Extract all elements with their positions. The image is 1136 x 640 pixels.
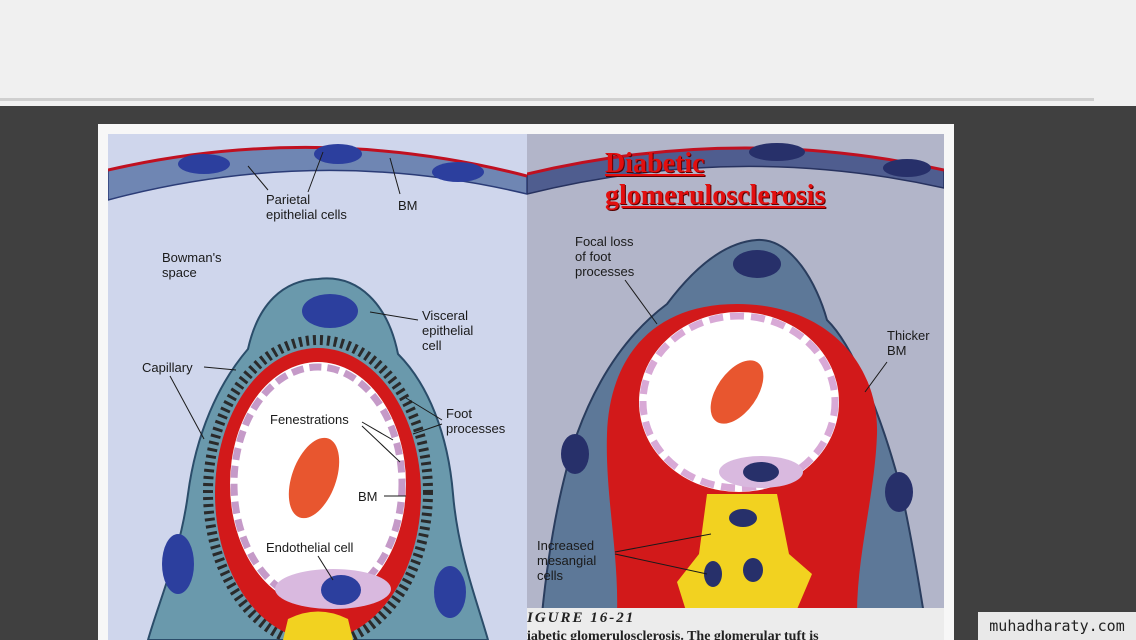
caption-strip xyxy=(527,608,944,640)
parietal-nucleus xyxy=(883,159,931,177)
bm-inner-label: BM xyxy=(358,489,378,504)
endothelium-fenestrated xyxy=(639,312,839,492)
podocyte-nucleus xyxy=(434,566,466,618)
parietal-basement-membrane xyxy=(527,146,944,176)
mesangial-nucleus xyxy=(729,509,757,527)
bm-top-label: BM xyxy=(398,198,418,213)
normal-glomerulus-figure: Parietal epithelial cells BM Bowman's sp… xyxy=(108,134,527,640)
podocyte-nucleus xyxy=(885,472,913,512)
focal-loss-label: Focal loss of foot processes xyxy=(575,234,635,279)
thicker-bm-label: Thicker BM xyxy=(887,328,930,358)
diagram-title: Diabetic glomerulosclerosis xyxy=(605,148,826,211)
increased-mesangial-label: Increased mesangial cells xyxy=(537,538,597,583)
podocyte-nucleus xyxy=(733,250,781,278)
red-blood-cell xyxy=(710,360,764,424)
endothelial-nucleus xyxy=(743,462,779,482)
diabetic-glomerulus-figure: Diabetic glomerulosclerosis Focal loss o… xyxy=(527,134,944,640)
leader-lines xyxy=(169,151,443,581)
mesangial-nucleus xyxy=(743,558,763,582)
site-watermark: muhadharaty.com xyxy=(978,612,1136,640)
endothelium-fenestrated xyxy=(230,363,406,605)
diabetic-glomerulus-illustration xyxy=(527,143,944,640)
parietal-nucleus xyxy=(749,143,805,161)
normal-glomerulus-illustration xyxy=(108,144,527,640)
mesangium-stalk xyxy=(283,611,353,640)
parietal-nucleus xyxy=(178,154,230,174)
podocyte-nucleus xyxy=(561,434,589,474)
bowmans-space-label: Bowman's space xyxy=(162,250,222,280)
foot-processes-label: Foot processes xyxy=(446,406,506,436)
red-blood-cell xyxy=(288,437,340,519)
top-divider xyxy=(0,98,1094,101)
endothelial-cell-label: Endothelial cell xyxy=(266,540,354,555)
capillary-label: Capillary xyxy=(142,360,193,375)
podocyte-nucleus xyxy=(302,294,358,328)
figure-number: IGURE 16-21 xyxy=(527,610,636,626)
leader-lines xyxy=(614,279,888,575)
mesangial-nucleus xyxy=(704,561,722,587)
podocyte-nucleus xyxy=(162,534,194,594)
top-blank-area xyxy=(0,0,1136,100)
figure-caption: iabetic glomerulosclerosis. The glomerul… xyxy=(527,629,819,640)
parietal-nucleus xyxy=(432,162,484,182)
parietal-nucleus xyxy=(314,144,362,164)
foot-processes xyxy=(203,335,433,640)
fenestrations-label: Fenestrations xyxy=(270,412,349,427)
parietal-epithelial-cells-label: Parietal epithelial cells xyxy=(266,192,347,222)
endothelial-nucleus xyxy=(321,575,361,605)
visceral-epithelial-cell-label: Visceral epithelial cell xyxy=(422,308,474,353)
